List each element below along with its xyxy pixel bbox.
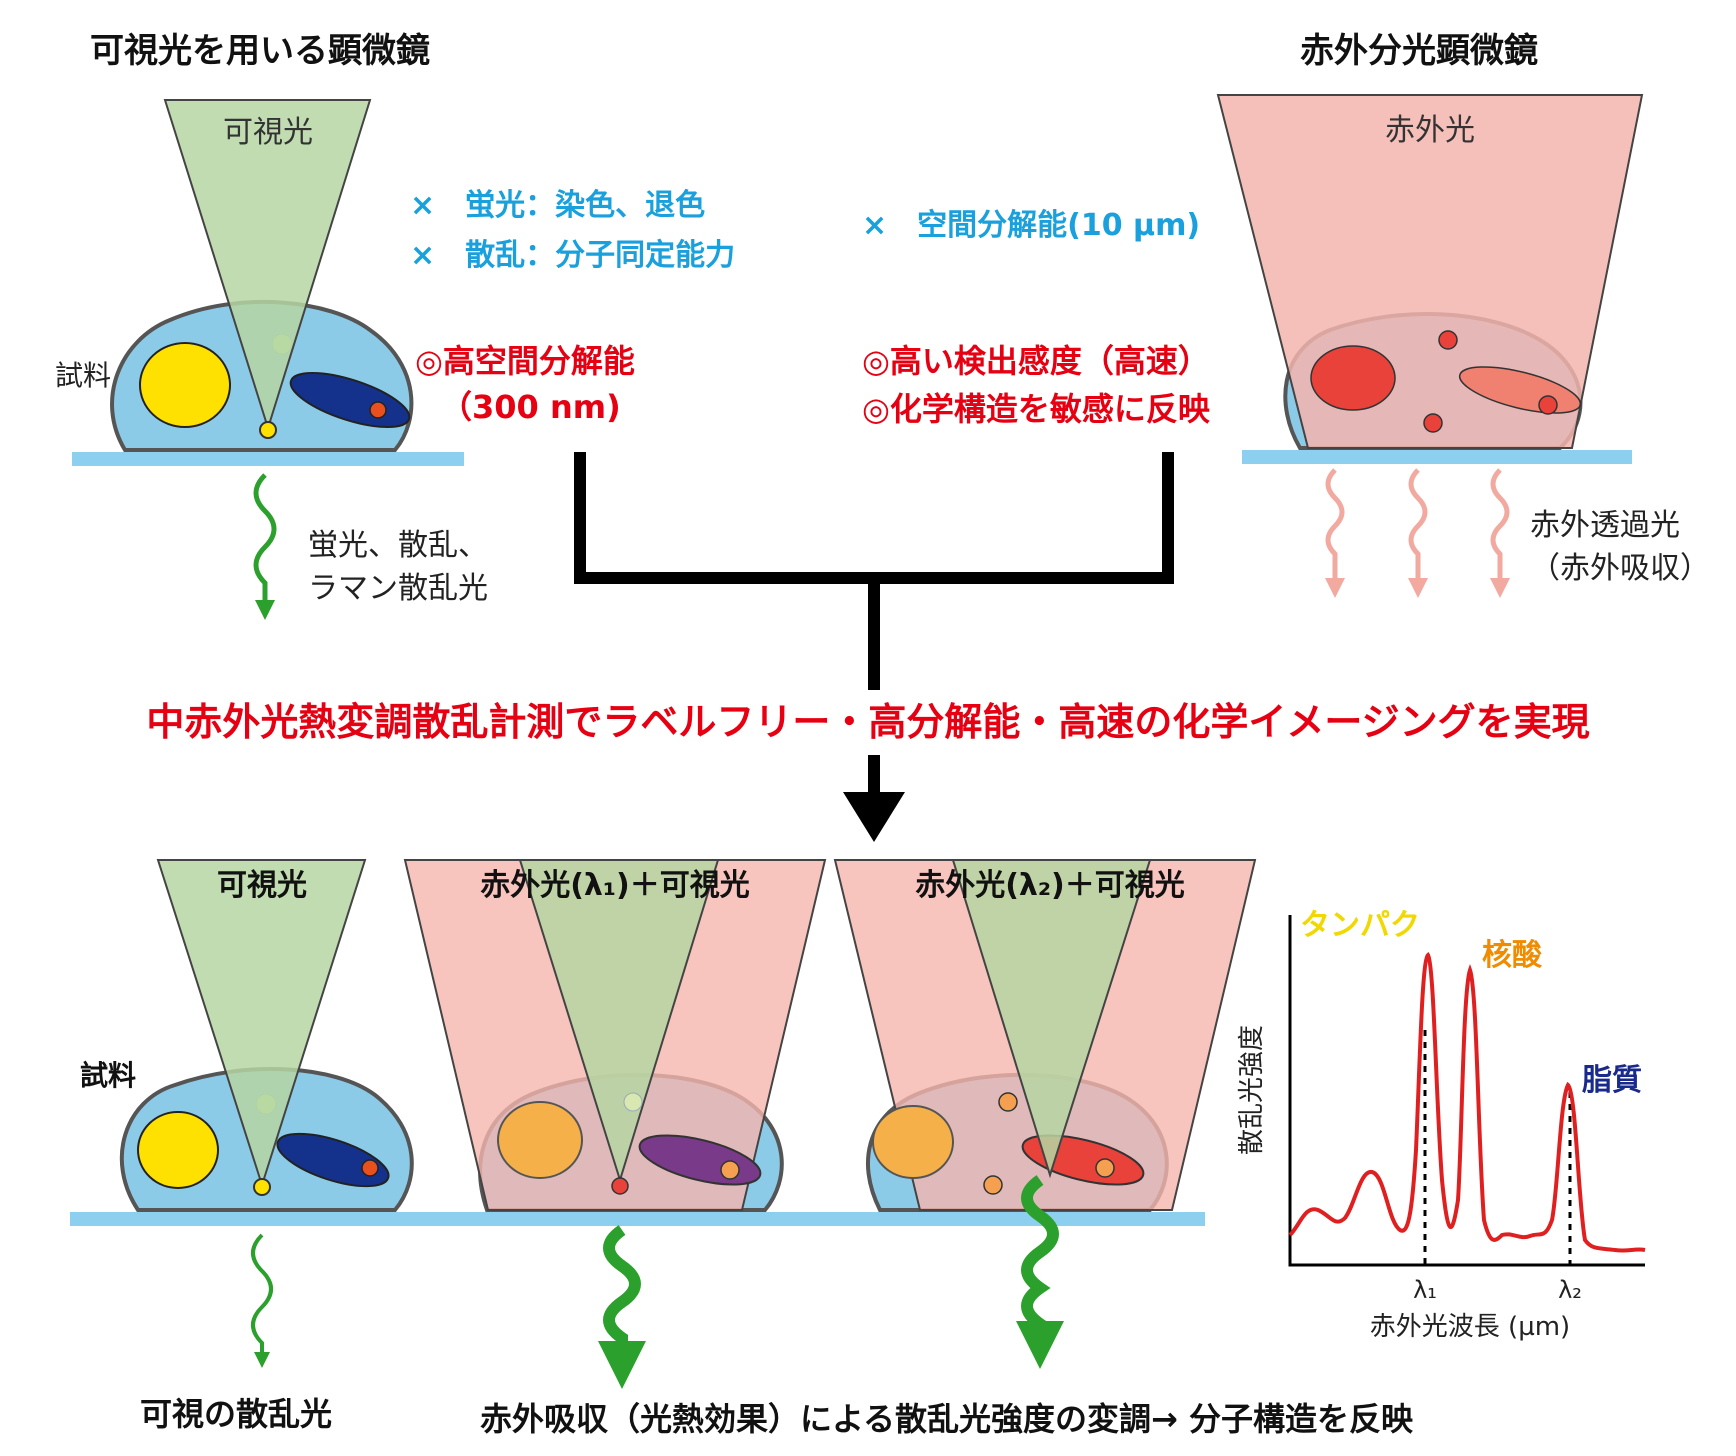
bottom-dot-3c <box>1095 1158 1115 1178</box>
ir-pro-1: ◎高い検出感度（高速） <box>862 342 1210 380</box>
ir-dot-1 <box>1538 395 1558 415</box>
organelle-dot <box>369 401 387 419</box>
ir-nucleus <box>1310 345 1396 411</box>
bottom-nucleus-1 <box>137 1111 219 1189</box>
bottom-nucleus-3 <box>872 1105 954 1179</box>
bottom-lipid-1 <box>276 1132 390 1188</box>
ir-evaluation: × 空間分解能(10 µm) ◎高い検出感度（高速） ◎化学構造を敏感に反映 <box>862 208 1210 428</box>
visible-beam <box>163 99 372 432</box>
bottom-nucleus-2 <box>497 1101 583 1179</box>
slide <box>72 452 464 466</box>
bottom-panel-ir-lambda1: 赤外光(λ₁)＋可視光 <box>403 859 827 1389</box>
focal-point <box>259 421 277 439</box>
emission-label-line1: 蛍光、散乱、 <box>308 528 488 563</box>
bottom-panel-ir-lambda2: 赤外光(λ₂)＋可視光 <box>833 859 1257 1369</box>
bottom-visible-beam-3 <box>951 859 1152 1179</box>
merge-bracket <box>574 452 1174 690</box>
bottom-focal-1 <box>253 1178 271 1196</box>
spectrum-curve <box>1288 951 1646 1253</box>
spectrum-tick-lambda2: λ₂ <box>1558 1276 1582 1304</box>
sample-label: 試料 <box>55 359 111 392</box>
bottom-panel-visible: 可視光 <box>119 859 414 1368</box>
caption-modulation: 赤外吸収（光熱効果）による散乱光強度の変調→ 分子構造を反映 <box>480 1400 1413 1438</box>
visible-pro-2: （300 nm) <box>440 388 621 426</box>
bottom-slide <box>70 1212 1205 1226</box>
ir-transmit-arrow-1 <box>1325 468 1345 598</box>
peak-label-nucleic-acid: 核酸 <box>1482 938 1543 973</box>
ir-dot-3 <box>1423 413 1443 433</box>
visible-evaluation: × 蛍光：染色、退色 × 散乱：分子同定能力 ◎高空間分解能 （300 nm) <box>410 188 735 426</box>
spectrum-tick-lambda1: λ₁ <box>1413 1276 1437 1304</box>
bottom-spot-2 <box>623 1092 643 1112</box>
bottom-focal-2 <box>611 1177 629 1195</box>
spectrum-plot: 散乱光強度 λ₁ λ₂ 赤外光波長 (µm) タンパク 核酸 脂質 <box>1237 908 1646 1342</box>
bottom-dot-2 <box>720 1160 740 1180</box>
spectrum-xlabel: 赤外光波長 (µm) <box>1370 1312 1570 1342</box>
ir-transmit-arrow-3 <box>1490 468 1510 598</box>
visible-con-1: × 蛍光：染色、退色 <box>410 188 705 223</box>
nucleus <box>139 342 231 428</box>
ir-microscope-panel: 赤外分光顕微鏡 赤外光 赤外透過光 （赤外吸収） <box>1216 31 1710 598</box>
ir-beam-label: 赤外光 <box>1385 113 1475 148</box>
peak-label-lipid: 脂質 <box>1582 1063 1642 1098</box>
ir-pro-2: ◎化学構造を敏感に反映 <box>862 390 1210 428</box>
ir-transmit-label-1: 赤外透過光 <box>1530 508 1680 543</box>
ir-transmit-arrow-2 <box>1408 468 1428 598</box>
down-arrow <box>843 755 905 842</box>
visible-pro-1: ◎高空間分解能 <box>415 342 635 380</box>
visible-beam-label: 可視光 <box>223 115 313 150</box>
visible-microscope-title: 可視光を用いる顕微鏡 <box>90 31 430 71</box>
bottom-dot-1 <box>361 1159 379 1177</box>
visible-con-2: × 散乱：分子同定能力 <box>410 238 735 273</box>
bottom-scatter-arrow-3 <box>1016 1175 1064 1369</box>
ir-microscope-title: 赤外分光顕微鏡 <box>1300 31 1538 71</box>
bottom-panel-1-label: 可視光 <box>217 868 307 903</box>
bottom-visible-beam-1 <box>156 859 367 1189</box>
visible-microscope-panel: 可視光を用いる顕微鏡 可視光 試料 蛍光、散乱、 ラマン散乱光 <box>55 31 488 620</box>
bottom-panel-3-label: 赤外光(λ₂)＋可視光 <box>915 868 1185 903</box>
ir-dot-2 <box>1438 330 1458 350</box>
bottom-sample-label: 試料 <box>80 1059 136 1092</box>
bottom-dot-3a <box>998 1092 1018 1112</box>
ir-transmit-label-2: （赤外吸収） <box>1530 551 1710 586</box>
caption-visible-scatter: 可視の散乱光 <box>140 1395 332 1433</box>
bottom-scatter-arrow-2 <box>598 1225 646 1389</box>
spectrum-ylabel: 散乱光強度 <box>1237 1025 1267 1155</box>
peak-label-protein: タンパク <box>1300 908 1420 943</box>
emission-arrow <box>253 473 277 620</box>
bottom-visible-beam-2 <box>518 859 720 1184</box>
bottom-panel-2-label: 赤外光(λ₁)＋可視光 <box>480 868 750 903</box>
spectrum-axes <box>1288 915 1645 1267</box>
ir-con-1: × 空間分解能(10 µm) <box>862 208 1200 243</box>
headline: 中赤外光熱変調散乱計測でラベルフリー・高分解能・高速の化学イメージングを実現 <box>146 700 1589 744</box>
bottom-scatter-arrow-1 <box>251 1233 273 1368</box>
bottom-dot-3b <box>983 1175 1003 1195</box>
emission-label-line2: ラマン散乱光 <box>308 571 488 606</box>
ir-slide <box>1242 450 1632 464</box>
